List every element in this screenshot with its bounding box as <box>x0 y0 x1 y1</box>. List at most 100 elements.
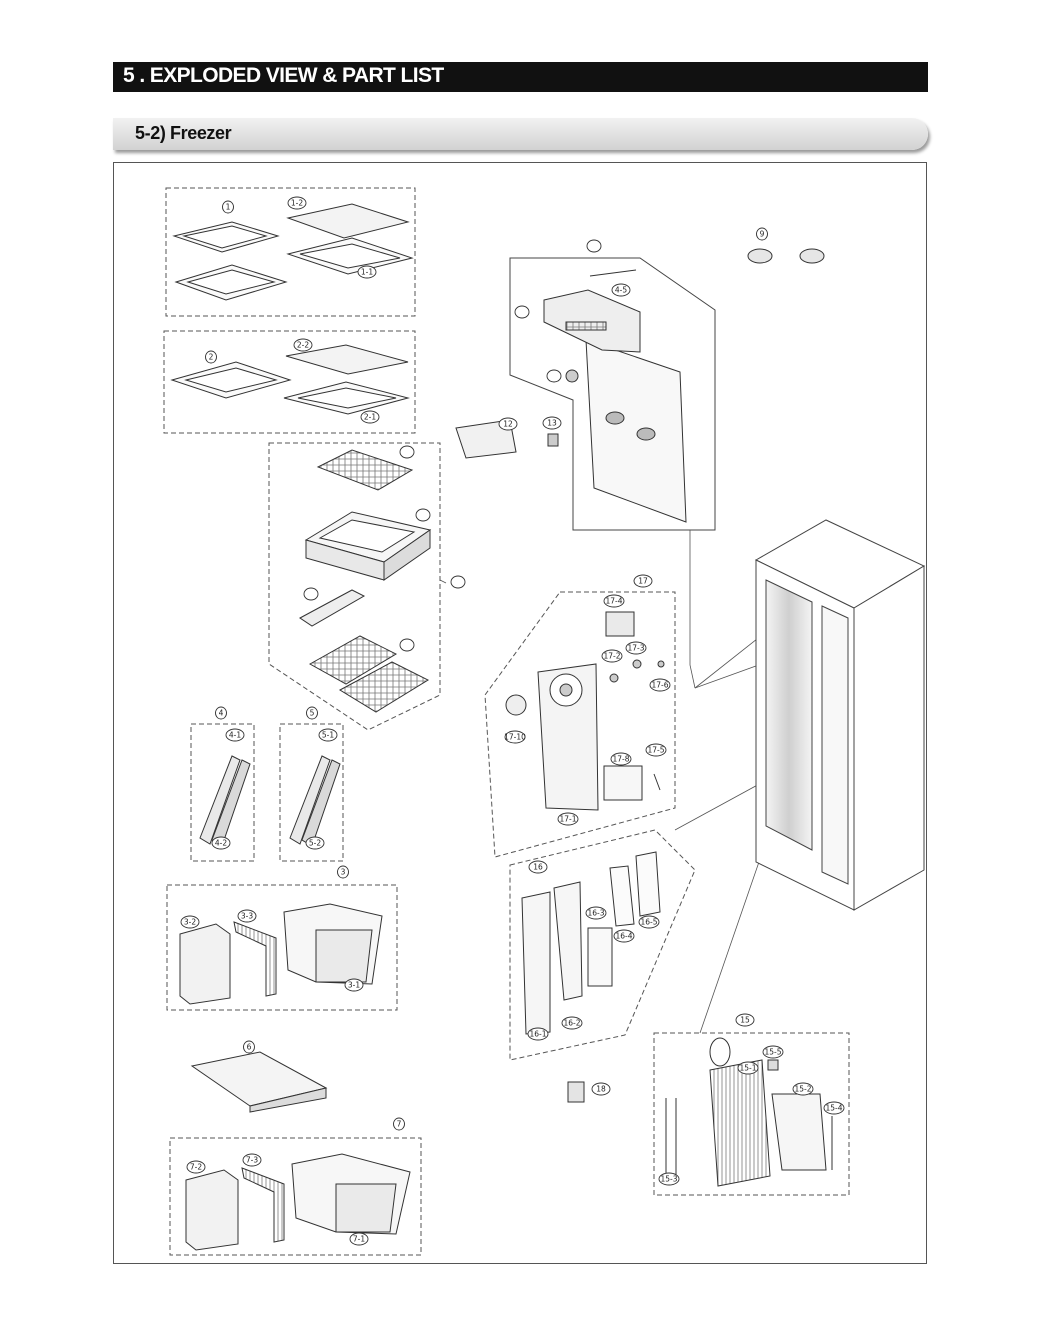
callout-fan-17-2: 17-2 <box>602 650 622 662</box>
svg-text:4-1: 4-1 <box>229 731 241 740</box>
svg-text:3-3: 3-3 <box>241 912 253 921</box>
callout-rail-5-1: 5-1 <box>319 729 337 741</box>
fridge-compartment-liner <box>822 606 848 884</box>
callout-box-7: 7 <box>394 1118 405 1130</box>
callout-shelf-2-1: 2-1 <box>361 411 379 423</box>
svg-text:1-1: 1-1 <box>361 268 373 277</box>
callout-foot-9: 9 <box>757 228 768 240</box>
callout-cover-12: 12 <box>499 418 517 430</box>
svg-text:4: 4 <box>219 709 224 718</box>
ice-tray-cover <box>318 450 412 490</box>
svg-text:17-4: 17-4 <box>605 597 622 606</box>
fridge-cabinet-side <box>854 566 924 910</box>
callout-duct-16-4: 16-4 <box>614 930 634 942</box>
callout-shelf-2-2: 2-2 <box>294 339 312 351</box>
svg-text:15-3: 15-3 <box>660 1175 677 1184</box>
evaporator-core <box>710 1060 770 1186</box>
callout-unlabeled-2 <box>515 306 529 318</box>
callout-evap-15: 15 <box>736 1014 754 1026</box>
svg-text:13: 13 <box>547 419 557 428</box>
svg-text:5-1: 5-1 <box>322 731 334 740</box>
duct-16-5 <box>636 852 660 916</box>
callout-box-7-2: 7-2 <box>187 1161 205 1173</box>
svg-text:7: 7 <box>397 1120 402 1129</box>
svg-text:16-4: 16-4 <box>615 932 632 941</box>
callout-duct-16-3: 16-3 <box>586 907 606 919</box>
box-7-front-panel <box>186 1170 238 1250</box>
svg-text:6: 6 <box>247 1043 252 1052</box>
evaporator-15-2-cover <box>772 1094 826 1170</box>
callout-box-7-3: 7-3 <box>243 1154 261 1166</box>
svg-text:16: 16 <box>533 863 543 872</box>
wire-4-5 <box>590 270 636 276</box>
svg-text:16-2: 16-2 <box>563 1019 580 1028</box>
callout-evap-15-4: 15-4 <box>824 1102 844 1114</box>
svg-text:15-1: 15-1 <box>739 1064 756 1073</box>
callout-part-4-5: 4-5 <box>612 284 630 296</box>
duct-16-2 <box>554 882 582 1000</box>
svg-text:16-5: 16-5 <box>640 918 657 927</box>
callout-unlabeled-3 <box>547 370 561 382</box>
evaporator-15-1-clip <box>710 1038 730 1066</box>
callout-rail-4-2: 4-2 <box>212 837 230 849</box>
callout-unlabeled-4 <box>400 446 414 458</box>
svg-text:2: 2 <box>209 353 214 362</box>
callout-part-13: 13 <box>543 417 561 429</box>
duct-16-4 <box>610 866 634 926</box>
callout-box-3-2: 3-2 <box>181 916 199 928</box>
sensor-15-5 <box>768 1060 778 1070</box>
callout-part-18: 18 <box>592 1083 610 1095</box>
svg-text:3-2: 3-2 <box>184 918 196 927</box>
callout-evap-15-1: 15-1 <box>738 1062 758 1074</box>
damper-motor <box>566 370 578 382</box>
svg-text:2-2: 2-2 <box>297 341 309 350</box>
svg-text:2-1: 2-1 <box>364 413 376 422</box>
svg-text:17-10: 17-10 <box>504 733 526 742</box>
svg-text:17-1: 17-1 <box>559 815 576 824</box>
svg-text:16-1: 16-1 <box>529 1030 546 1039</box>
callout-rail-5-2: 5-2 <box>306 837 324 849</box>
callout-fan-17-6: 17-6 <box>650 679 670 691</box>
svg-text:5-2: 5-2 <box>309 839 321 848</box>
callout-cover-6: 6 <box>244 1041 255 1053</box>
svg-text:17-6: 17-6 <box>651 681 668 690</box>
callout-rail-4: 4 <box>216 707 227 719</box>
svg-text:17: 17 <box>638 577 648 586</box>
box-3-front-panel <box>180 924 230 1004</box>
svg-text:15-4: 15-4 <box>825 1104 842 1113</box>
svg-text:12: 12 <box>503 420 513 429</box>
callout-fan-17-1: 17-1 <box>558 813 578 825</box>
svg-text:17-2: 17-2 <box>603 652 620 661</box>
callout-duct-16-5: 16-5 <box>639 916 659 928</box>
duct-cover-panel <box>586 340 686 522</box>
callout-shelf-1: 1 <box>223 201 234 213</box>
fan-17-10 <box>506 695 526 715</box>
callout-box-3-3: 3-3 <box>238 910 256 922</box>
svg-text:1: 1 <box>226 203 231 212</box>
fan-17-8 <box>604 766 642 800</box>
callout-box-7-1: 7-1 <box>350 1233 368 1245</box>
svg-text:18: 18 <box>596 1085 606 1094</box>
callout-fan-17: 17 <box>634 575 652 587</box>
svg-text:15: 15 <box>740 1016 750 1025</box>
svg-text:17-5: 17-5 <box>647 746 664 755</box>
callout-shelf-2: 2 <box>206 351 217 363</box>
callout-duct-16: 16 <box>529 861 547 873</box>
callout-fan-17-5: 17-5 <box>646 744 666 756</box>
callout-duct-16-2: 16-2 <box>562 1017 582 1029</box>
box-3-handle <box>234 922 276 996</box>
heater-15-3 <box>666 1098 676 1183</box>
leveling-foot-9 <box>748 249 772 263</box>
callout-unlabeled-7 <box>304 588 318 600</box>
part-18 <box>568 1082 584 1102</box>
svg-text:17-8: 17-8 <box>612 755 629 764</box>
callout-unlabeled-6 <box>451 576 465 588</box>
callout-fan-17-3: 17-3 <box>626 642 646 654</box>
callout-unlabeled-1 <box>587 240 601 252</box>
svg-text:9: 9 <box>760 230 765 239</box>
callout-shelf-1-2: 1-2 <box>288 197 306 209</box>
callout-unlabeled-8 <box>400 639 414 651</box>
callout-unlabeled-5 <box>416 509 430 521</box>
freezer-compartment-liner <box>766 580 812 850</box>
